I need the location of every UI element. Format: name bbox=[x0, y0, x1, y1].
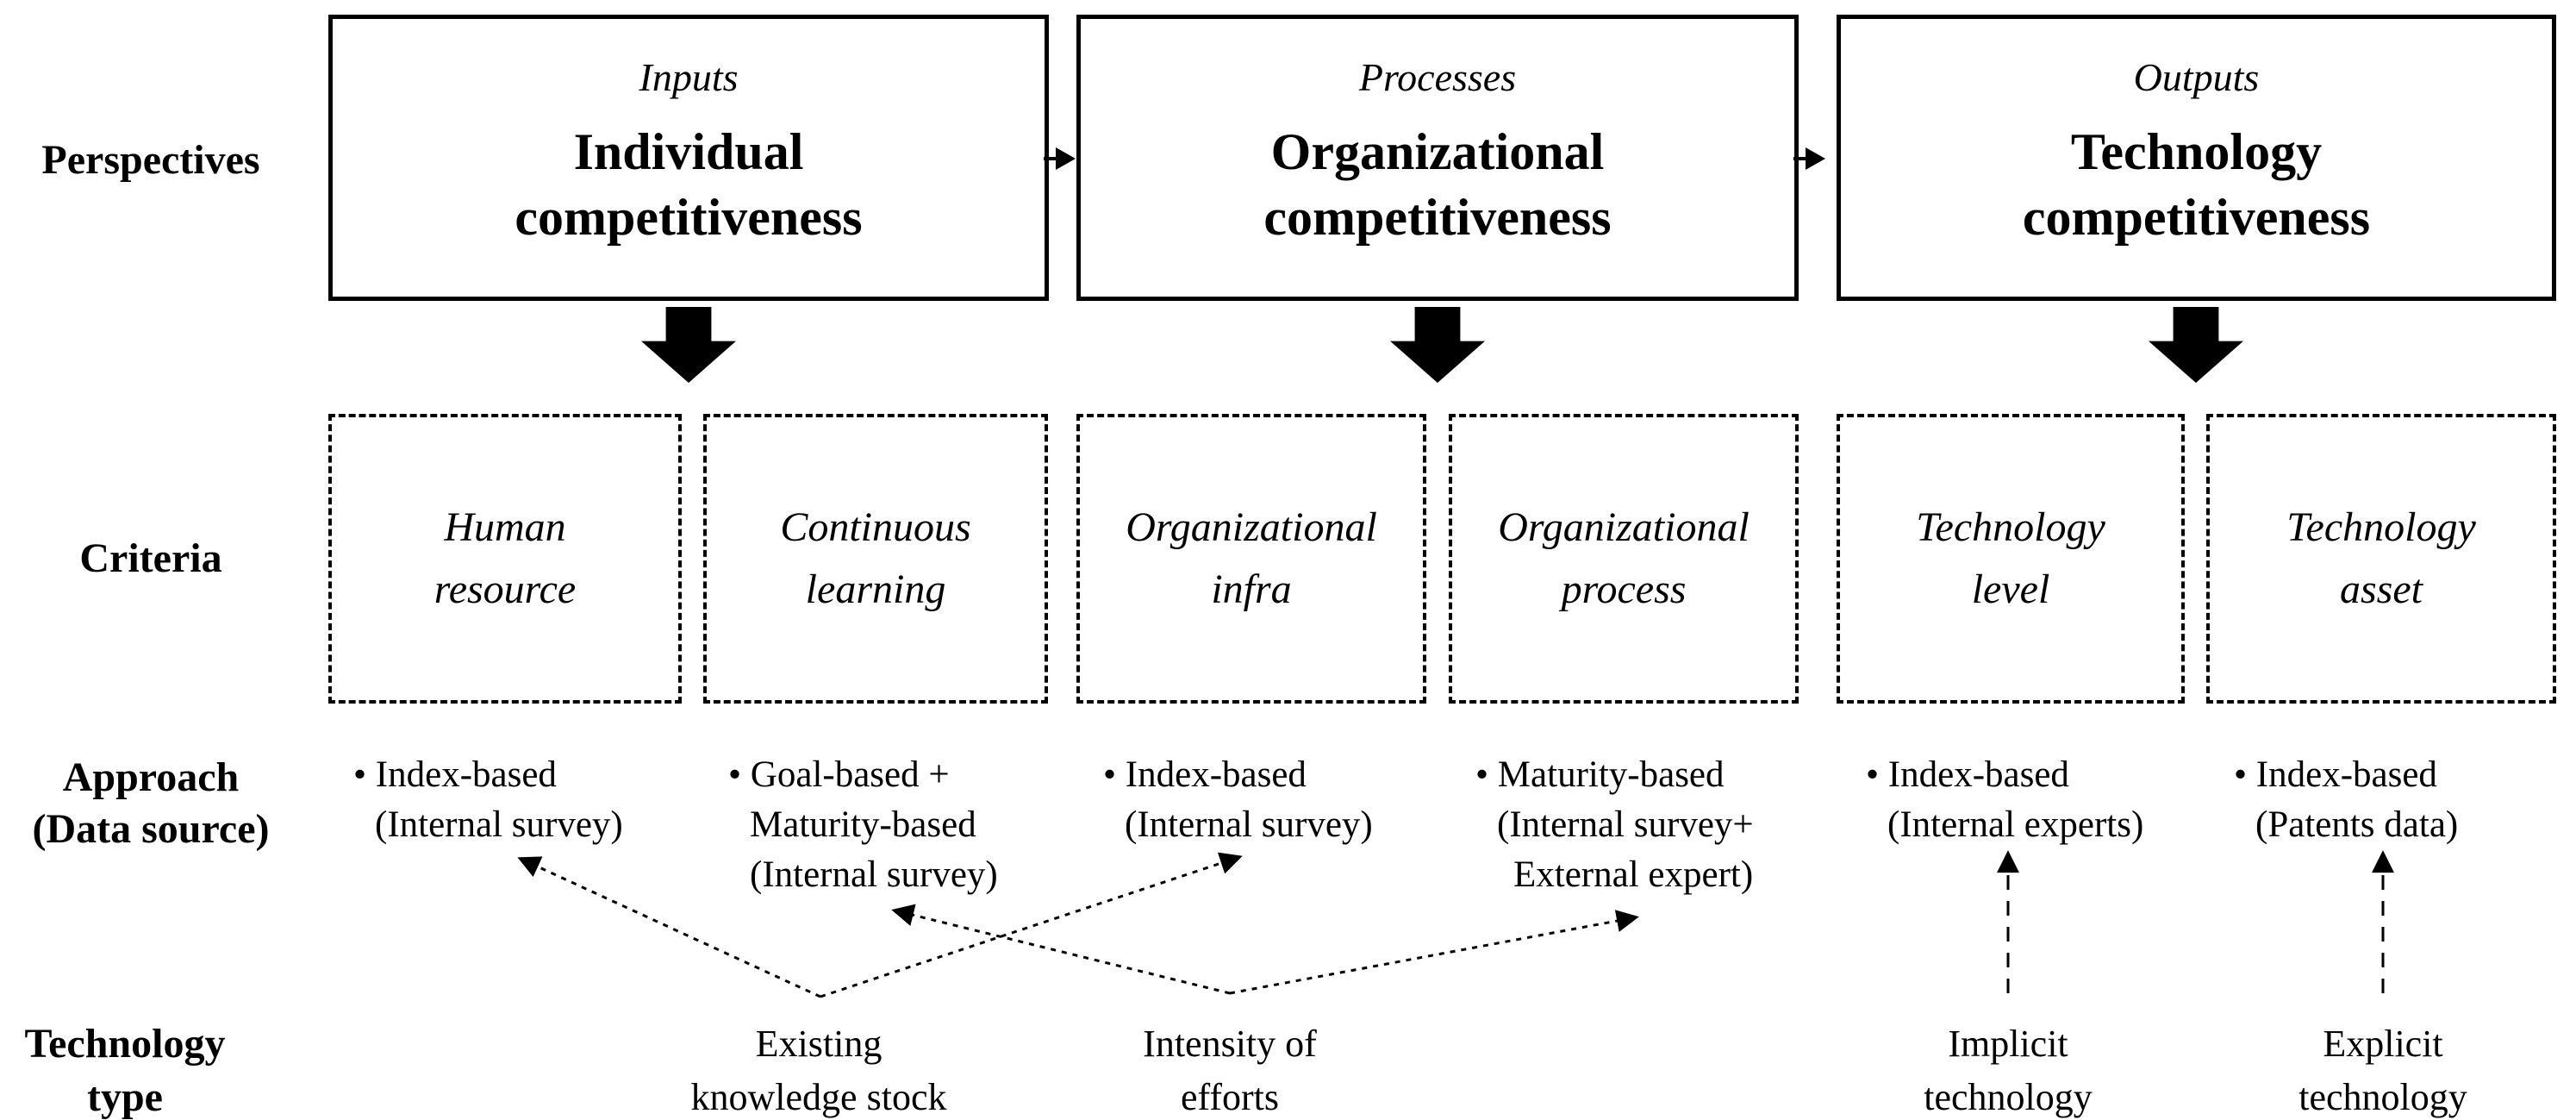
row-label-technology-type-line1: Technology bbox=[24, 1021, 226, 1067]
dashed-arrow-intensity-to-item4 bbox=[1229, 910, 1639, 995]
approach-line: • Index-based bbox=[353, 754, 557, 795]
stage-label: Processes bbox=[1358, 55, 1517, 99]
box-title: Individual competitiveness bbox=[515, 119, 862, 250]
criteria-box-continuous-learning: Continuous learning bbox=[703, 414, 1048, 704]
technology-type-line2: knowledge stock bbox=[690, 1076, 947, 1118]
criteria-label-line1: Organizational bbox=[1498, 504, 1750, 550]
perspective-box-technology: Outputs Technology competitiveness bbox=[1837, 15, 2556, 301]
criteria-box-organizational-infra: Organizational infra bbox=[1076, 414, 1426, 704]
technology-type-line1: Existing bbox=[755, 1023, 883, 1065]
approach-line: External expert) bbox=[1513, 854, 1754, 895]
stage-label: Inputs bbox=[639, 55, 739, 99]
criteria-box-organizational-process: Organizational process bbox=[1449, 414, 1799, 704]
row-label-technology-type-line2: type bbox=[87, 1074, 163, 1120]
approach-item-4: • Maturity-based (Internal survey+ Exter… bbox=[1475, 750, 1754, 900]
technology-type-explicit-technology: Explicit technology bbox=[2202, 1017, 2564, 1120]
box-title-line2: competitiveness bbox=[2022, 189, 2371, 246]
criteria-label-line1: Organizational bbox=[1126, 504, 1377, 550]
box-title-line1: Technology bbox=[2070, 123, 2323, 180]
approach-line: • Maturity-based bbox=[1475, 754, 1725, 795]
criteria-label-line1: Technology bbox=[2286, 504, 2476, 550]
criteria-label-line1: Continuous bbox=[780, 504, 971, 550]
down-arrow-icon bbox=[2149, 307, 2243, 383]
approach-item-2: • Goal-based + Maturity-based (Internal … bbox=[728, 750, 998, 900]
approach-line: • Index-based bbox=[1866, 754, 2069, 795]
criteria-label-line1: Human bbox=[444, 504, 566, 550]
box-title-line1: Organizational bbox=[1270, 123, 1605, 180]
technology-type-intensity-of-efforts: Intensity of efforts bbox=[1049, 1017, 1411, 1120]
technology-type-line1: Implicit bbox=[1948, 1023, 2068, 1065]
box-title: Technology competitiveness bbox=[2023, 119, 2370, 250]
criteria-label-line1: Technology bbox=[1916, 504, 2105, 550]
technology-type-line1: Explicit bbox=[2323, 1023, 2443, 1065]
technology-type-implicit-technology: Implicit technology bbox=[1827, 1017, 2189, 1120]
approach-item-6: • Index-based (Patents data) bbox=[2234, 750, 2458, 850]
row-label-approach: Approach (Data source) bbox=[17, 752, 284, 855]
criteria-label-line2: level bbox=[1971, 566, 2050, 612]
stage-label: Outputs bbox=[2133, 55, 2260, 99]
approach-item-3: • Index-based (Internal survey) bbox=[1103, 750, 1373, 850]
technology-type-line1: Intensity of bbox=[1143, 1023, 1317, 1065]
down-arrow-icon bbox=[1390, 307, 1485, 383]
approach-line: • Index-based bbox=[1103, 754, 1307, 795]
criteria-box-technology-level: Technology level bbox=[1837, 414, 2185, 704]
row-label-perspectives: Perspectives bbox=[41, 137, 260, 183]
criteria-label-line2: asset bbox=[2340, 566, 2423, 612]
technology-type-line2: technology bbox=[2298, 1076, 2467, 1118]
criteria-label-line2: process bbox=[1561, 566, 1687, 612]
approach-line: (Internal survey) bbox=[375, 804, 623, 845]
approach-line: (Internal survey) bbox=[1125, 804, 1373, 845]
criteria-label-line2: resource bbox=[433, 566, 577, 612]
approach-line: (Internal survey+ bbox=[1497, 804, 1754, 845]
criteria-box-human-resource: Human resource bbox=[328, 414, 682, 704]
box-title: Organizational competitiveness bbox=[1263, 119, 1611, 250]
criteria-label-line2: infra bbox=[1211, 566, 1292, 612]
box-title-line2: competitiveness bbox=[515, 189, 863, 246]
approach-line: (Internal survey) bbox=[750, 854, 998, 895]
approach-item-5: • Index-based (Internal experts) bbox=[1866, 750, 2143, 850]
perspective-box-individual: Inputs Individual competitiveness bbox=[328, 15, 1049, 301]
row-label-approach-line1: Approach bbox=[62, 754, 240, 800]
down-arrow-icon bbox=[641, 307, 736, 383]
approach-item-1: • Index-based (Internal survey) bbox=[353, 750, 623, 850]
approach-line: (Internal experts) bbox=[1887, 804, 2144, 845]
criteria-label-line2: learning bbox=[805, 566, 946, 612]
technology-type-existing-knowledge-stock: Existing knowledge stock bbox=[638, 1017, 1000, 1120]
row-label-technology-type: Technology type bbox=[0, 1017, 250, 1120]
approach-line: • Goal-based + bbox=[728, 754, 950, 795]
box-title-line2: competitiveness bbox=[1263, 189, 1612, 246]
box-title-line1: Individual bbox=[573, 123, 804, 180]
approach-line: • Index-based bbox=[2234, 754, 2437, 795]
criteria-box-technology-asset: Technology asset bbox=[2206, 414, 2556, 704]
approach-line: Maturity-based bbox=[750, 804, 976, 845]
row-label-approach-line2: (Data source) bbox=[32, 806, 270, 852]
dashed-arrow-intensity-to-item2 bbox=[891, 904, 1231, 995]
row-label-criteria: Criteria bbox=[79, 535, 222, 581]
perspective-box-organizational: Processes Organizational competitiveness bbox=[1076, 15, 1799, 301]
approach-line: (Patents data) bbox=[2255, 804, 2459, 845]
technology-type-line2: technology bbox=[1924, 1076, 2093, 1118]
technology-type-line2: efforts bbox=[1180, 1076, 1280, 1118]
